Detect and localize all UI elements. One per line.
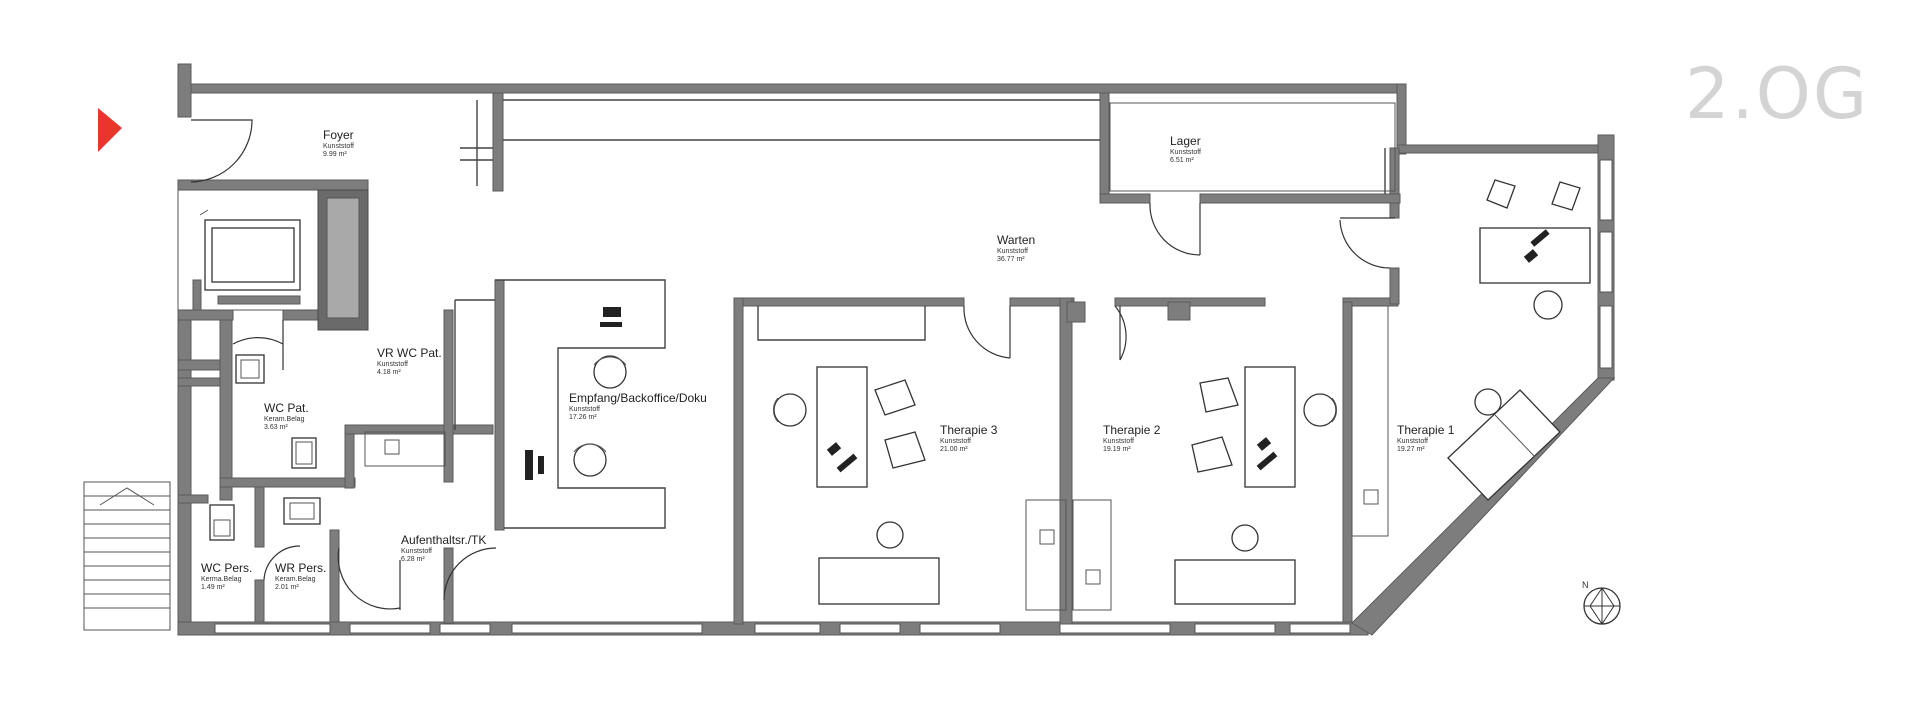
- room-area: 6.28 m²: [401, 556, 425, 563]
- bottom-windows: [214, 623, 1351, 634]
- furniture: [209, 179, 1591, 605]
- room-area: 21.00 m²: [940, 446, 968, 453]
- room-name: Foyer: [323, 128, 354, 142]
- room-label-therapie3: Therapie 3 Kunststoff 21.00 m²: [940, 423, 998, 453]
- room-area: 19.19 m²: [1103, 446, 1131, 453]
- room-material: Kunststoff: [1103, 438, 1134, 445]
- room-material: Keram.Belag: [264, 416, 305, 423]
- room-area: 4.18 m²: [377, 369, 401, 376]
- room-label-aufenthalt: Aufenthaltsr./TK Kunststoff 6.28 m²: [401, 533, 486, 563]
- room-area: 2.01 m²: [275, 584, 299, 591]
- room-material: Kunststoff: [323, 143, 354, 150]
- room-material: Kerma.Belag: [201, 576, 242, 583]
- room-material: Kunststoff: [997, 248, 1028, 255]
- room-area: 6.51 m²: [1170, 157, 1194, 164]
- room-label-therapie1: Therapie 1 Kunststoff 19.27 m²: [1397, 423, 1455, 453]
- interior-lines: [364, 99, 1396, 611]
- room-area: 19.27 m²: [1397, 446, 1425, 453]
- stairs: [83, 481, 171, 631]
- room-label-wc-pers: WC Pers. Kerma.Belag 1.49 m²: [201, 561, 252, 591]
- room-area: 1.49 m²: [201, 584, 225, 591]
- room-label-lager: Lager Kunststoff 6.51 m²: [1170, 134, 1201, 164]
- room-label-foyer: Foyer Kunststoff 9.99 m²: [323, 128, 354, 158]
- room-name: Lager: [1170, 134, 1201, 148]
- room-material: Kunststoff: [940, 438, 971, 445]
- room-area: 36.77 m²: [997, 256, 1025, 263]
- room-label-empfang: Empfang/Backoffice/Doku Kunststoff 17.26…: [569, 391, 707, 421]
- room-name: Therapie 3: [940, 423, 998, 437]
- compass-north-label: N: [1582, 580, 1589, 590]
- room-material: Kunststoff: [1397, 438, 1428, 445]
- room-material: Kunststoff: [569, 406, 600, 413]
- room-name: Warten: [997, 233, 1035, 247]
- room-name: VR WC Pat.: [377, 346, 442, 360]
- room-name: WR Pers.: [275, 561, 326, 575]
- room-label-wc-pat: WC Pat. Keram.Belag 3.63 m²: [264, 401, 309, 431]
- room-area: 17.26 m²: [569, 414, 597, 421]
- room-name: WC Pers.: [201, 561, 252, 575]
- room-label-wr-pers: WR Pers. Keram.Belag 2.01 m²: [275, 561, 326, 591]
- room-name: Therapie 1: [1397, 423, 1455, 437]
- room-label-vr-wc-pat: VR WC Pat. Kunststoff 4.18 m²: [377, 346, 442, 376]
- room-name: Aufenthaltsr./TK: [401, 533, 486, 547]
- room-name: Therapie 2: [1103, 423, 1161, 437]
- room-name: Empfang/Backoffice/Doku: [569, 391, 707, 405]
- room-material: Kunststoff: [1170, 149, 1201, 156]
- room-name: WC Pat.: [264, 401, 309, 415]
- right-windows: [1599, 159, 1613, 369]
- elevator-shaft: [177, 189, 369, 331]
- floor-label: 2.OG: [1685, 53, 1869, 135]
- doors: [190, 119, 1395, 610]
- interior-walls: [177, 92, 1401, 625]
- room-material: Keram.Belag: [275, 576, 316, 583]
- room-label-warten: Warten Kunststoff 36.77 m²: [997, 233, 1035, 263]
- room-material: Kunststoff: [401, 548, 432, 555]
- entrance-arrow-icon: [98, 108, 122, 152]
- room-material: Kunststoff: [377, 361, 408, 368]
- compass-icon: N: [1582, 580, 1621, 625]
- room-area: 3.63 m²: [264, 424, 288, 431]
- room-area: 9.99 m²: [323, 151, 347, 158]
- room-label-therapie2: Therapie 2 Kunststoff 19.19 m²: [1103, 423, 1161, 453]
